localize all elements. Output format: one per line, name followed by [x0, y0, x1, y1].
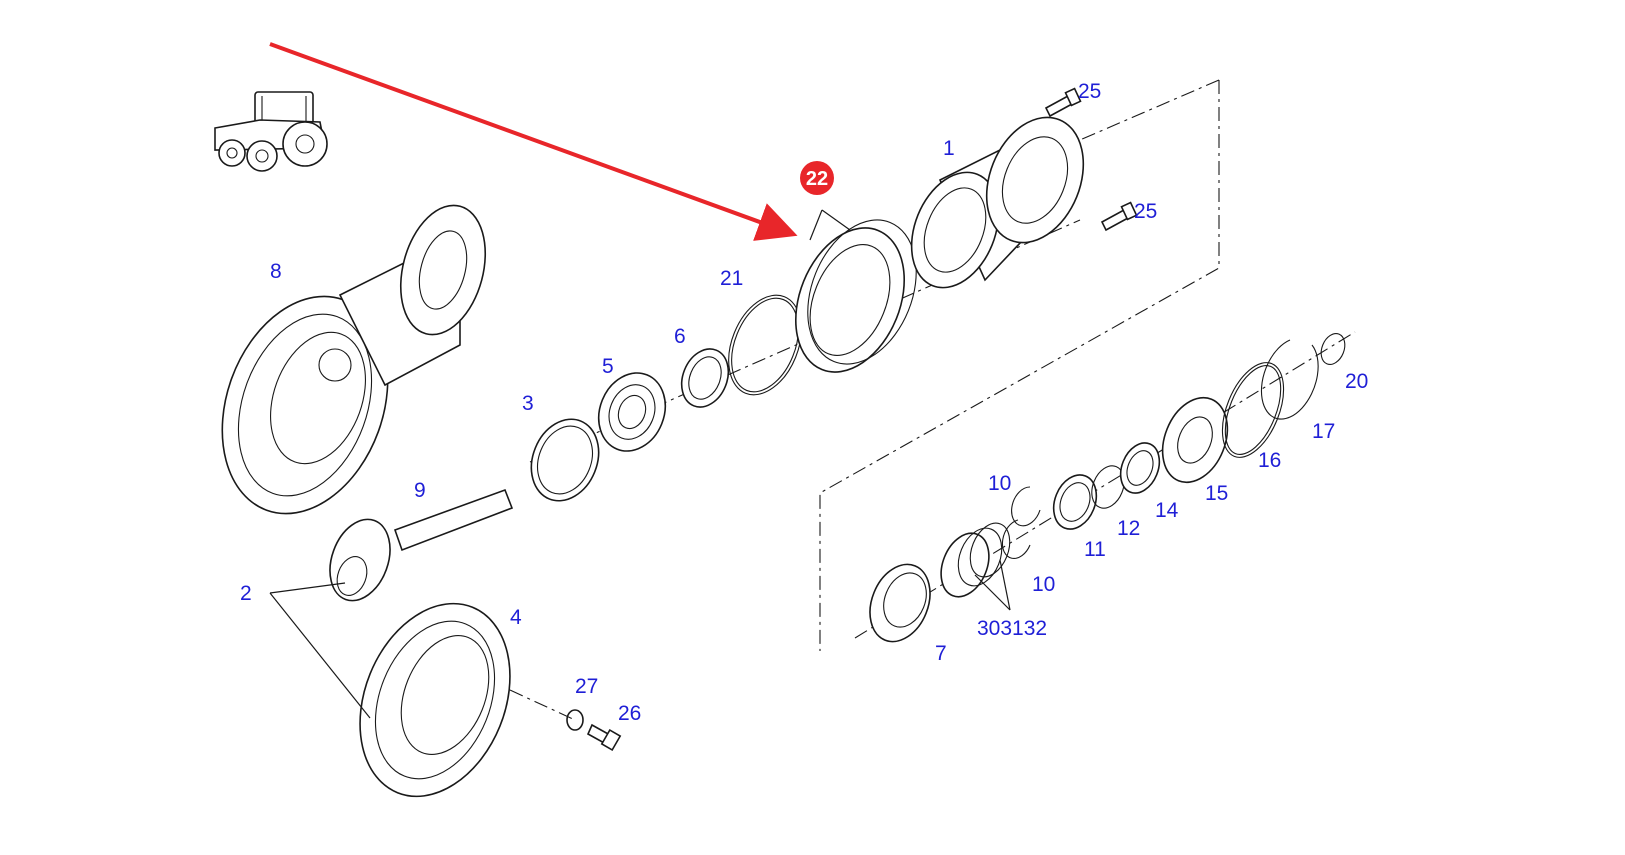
callout-20: 20 — [1345, 370, 1368, 393]
callout-14: 14 — [1155, 499, 1179, 522]
callout-1: 1 — [943, 137, 955, 160]
part-17-snap-ring — [1260, 339, 1319, 420]
part-16-o-ring — [1221, 362, 1285, 458]
part-10-circlip-upper — [1011, 486, 1041, 527]
part-3-shim-ring — [530, 418, 600, 502]
part-1-housing — [910, 116, 1085, 289]
callout-8: 8 — [270, 260, 282, 283]
callout-5: 5 — [602, 355, 614, 378]
callout-6: 6 — [674, 325, 686, 348]
callout-2: 2 — [240, 582, 252, 605]
part-27-washer — [566, 709, 584, 731]
part-15-cover — [1161, 396, 1229, 484]
highlight-arrow — [269, 42, 798, 241]
part-20-small-ring — [1320, 333, 1346, 365]
part-22-flange — [794, 219, 917, 373]
callout-3: 3 — [522, 392, 534, 415]
part-8-ring-gear-hub — [221, 204, 487, 515]
part-4-ring-gear — [359, 602, 511, 798]
assembly-frame — [819, 80, 1220, 651]
part-7-bearing — [869, 563, 931, 643]
callout-21: 21 — [720, 267, 743, 290]
callout-9: 9 — [414, 479, 426, 502]
callout-11: 11 — [1084, 538, 1106, 561]
lower-assembly-axis — [854, 331, 1356, 639]
part-26-bolt — [586, 723, 622, 752]
part-25-bolt-lower — [1100, 201, 1138, 232]
callout-26: 26 — [618, 702, 641, 725]
part-12-ring — [1091, 465, 1125, 509]
callout-12: 12 — [1117, 517, 1140, 540]
callout-25-upper: 25 — [1078, 80, 1101, 103]
callout-15: 15 — [1205, 482, 1228, 505]
callout-7: 7 — [935, 642, 947, 665]
part-9-pinion-shaft — [329, 488, 514, 602]
callout-4: 4 — [510, 606, 522, 629]
part-21-o-ring — [728, 294, 802, 396]
highlight-badge-22 — [800, 161, 834, 195]
callout-303132: 303132 — [977, 617, 1047, 640]
callout-17: 17 — [1312, 420, 1335, 443]
callout-16: 16 — [1258, 449, 1281, 472]
highlight-badge-label: 22 — [806, 168, 828, 190]
part-30-31-32-seal-set — [940, 522, 1011, 598]
callout-27: 27 — [575, 675, 598, 698]
tractor-icon — [214, 91, 328, 172]
callout-10-lower: 10 — [1032, 573, 1055, 596]
part-14-seal — [1119, 442, 1161, 494]
callout-10-upper: 10 — [988, 472, 1011, 495]
part-11-ring — [1052, 474, 1098, 530]
part-5-bearing — [597, 372, 667, 452]
part-25-bolt-upper — [1044, 87, 1082, 118]
part-10-circlip-lower — [1001, 519, 1031, 560]
part-6-spacer-ring — [680, 348, 730, 408]
callout-25-lower: 25 — [1134, 200, 1157, 223]
